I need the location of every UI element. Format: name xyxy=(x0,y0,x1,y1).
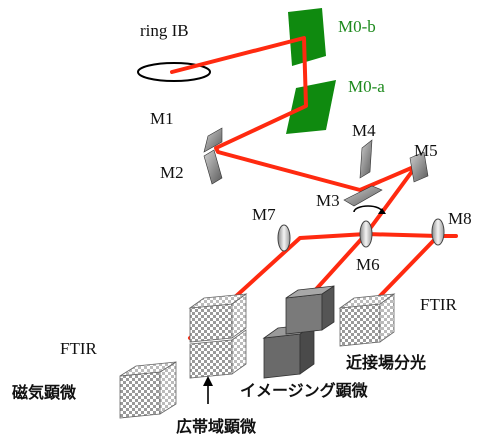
label-m2: M2 xyxy=(160,163,184,182)
label-m6: M6 xyxy=(356,255,380,274)
label-m8: M8 xyxy=(448,209,472,228)
mirror-m6 xyxy=(359,220,373,248)
broadband-pointer-arrowhead-icon xyxy=(203,376,213,386)
magnetic-microscope-block xyxy=(119,361,177,419)
label-ftir-left: FTIR xyxy=(60,339,98,358)
label-ftir-right: FTIR xyxy=(420,295,458,314)
label-near-field-spectroscopy: 近接場分光 xyxy=(346,353,426,372)
label-broadband-microscope: 広帯域顕微 xyxy=(176,417,257,436)
mirror-m5 xyxy=(409,151,429,183)
mirror-m2 xyxy=(203,149,223,185)
broadband-microscope-block xyxy=(188,293,248,379)
label-imaging-microscope: イメージング顕微 xyxy=(240,381,369,400)
rotation-arrowhead-icon xyxy=(378,208,386,214)
mirror-m4 xyxy=(359,139,373,179)
near-field-spectroscopy-block xyxy=(338,293,396,347)
beam-path xyxy=(170,36,458,340)
mirror-m1 xyxy=(203,127,223,153)
label-m4: M4 xyxy=(352,121,376,140)
imaging-microscope-block xyxy=(262,285,335,379)
mirror-m7 xyxy=(277,224,291,252)
mirror-m0-a xyxy=(286,80,336,134)
mirror-m0-b xyxy=(288,8,326,66)
label-m5: M5 xyxy=(414,141,438,160)
rotation-arrow-icon xyxy=(353,205,383,213)
label-m3: M3 xyxy=(316,191,340,210)
storage-ring xyxy=(137,62,211,82)
mirror-m8 xyxy=(431,218,445,246)
label-magnetic-microscope: 磁気顕微 xyxy=(12,383,77,402)
label-ring: ring IB xyxy=(140,21,189,40)
mirror-m3 xyxy=(343,185,383,207)
label-m1: M1 xyxy=(150,109,174,128)
label-m0-a: M0-a xyxy=(348,77,385,96)
label-m7: M7 xyxy=(252,205,276,224)
label-m0-b: M0-b xyxy=(338,17,376,36)
